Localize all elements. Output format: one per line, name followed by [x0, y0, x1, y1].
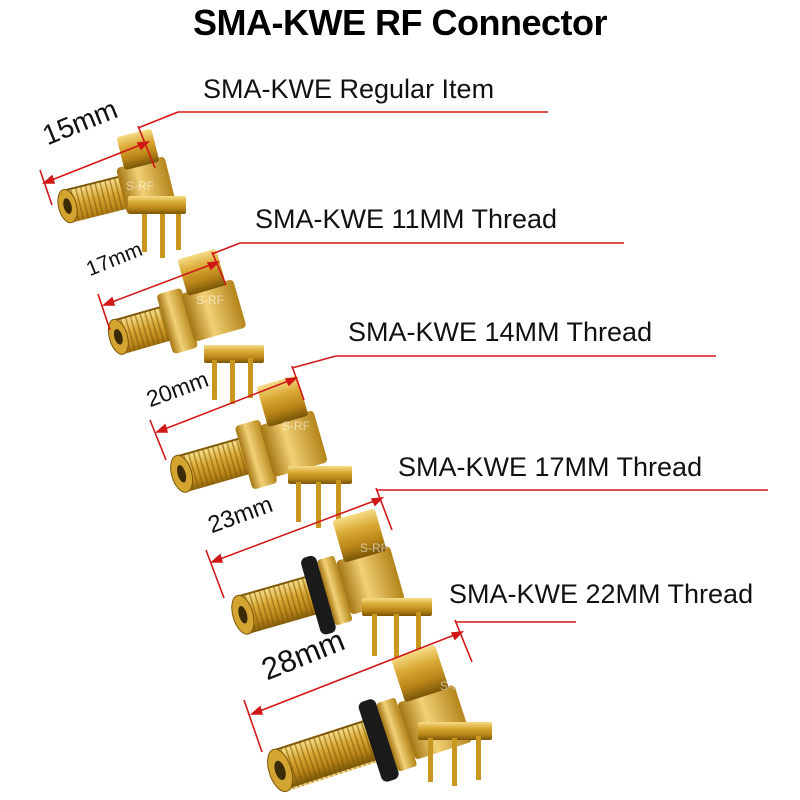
connector-11mm-thread — [107, 249, 264, 404]
item-label-22mm: SMA-KWE 22MM Thread — [449, 579, 754, 609]
dimension-leaders — [39, 111, 768, 753]
watermark-marks: S-RF S-RF S-RF S-RF S-RF — [126, 179, 468, 693]
connector-17mm-thread — [231, 509, 432, 660]
watermark-4: S-RF — [360, 541, 388, 555]
item-label-11mm: SMA-KWE 11MM Thread — [255, 204, 558, 234]
connector-14mm-thread — [170, 375, 352, 528]
watermark-3: S-RF — [282, 419, 310, 433]
watermark-1: S-RF — [126, 179, 154, 193]
item-label-regular: SMA-KWE Regular Item — [203, 74, 495, 104]
item-label-17mm: SMA-KWE 17MM Thread — [398, 452, 703, 482]
item-label-14mm: SMA-KWE 14MM Thread — [348, 317, 653, 347]
connector-22mm-thread — [267, 645, 492, 793]
watermark-5: S-RF — [440, 679, 468, 693]
watermark-2: S-RF — [196, 293, 224, 307]
page-title: SMA-KWE RF Connector — [193, 2, 607, 43]
connector-regular-item — [57, 129, 186, 258]
